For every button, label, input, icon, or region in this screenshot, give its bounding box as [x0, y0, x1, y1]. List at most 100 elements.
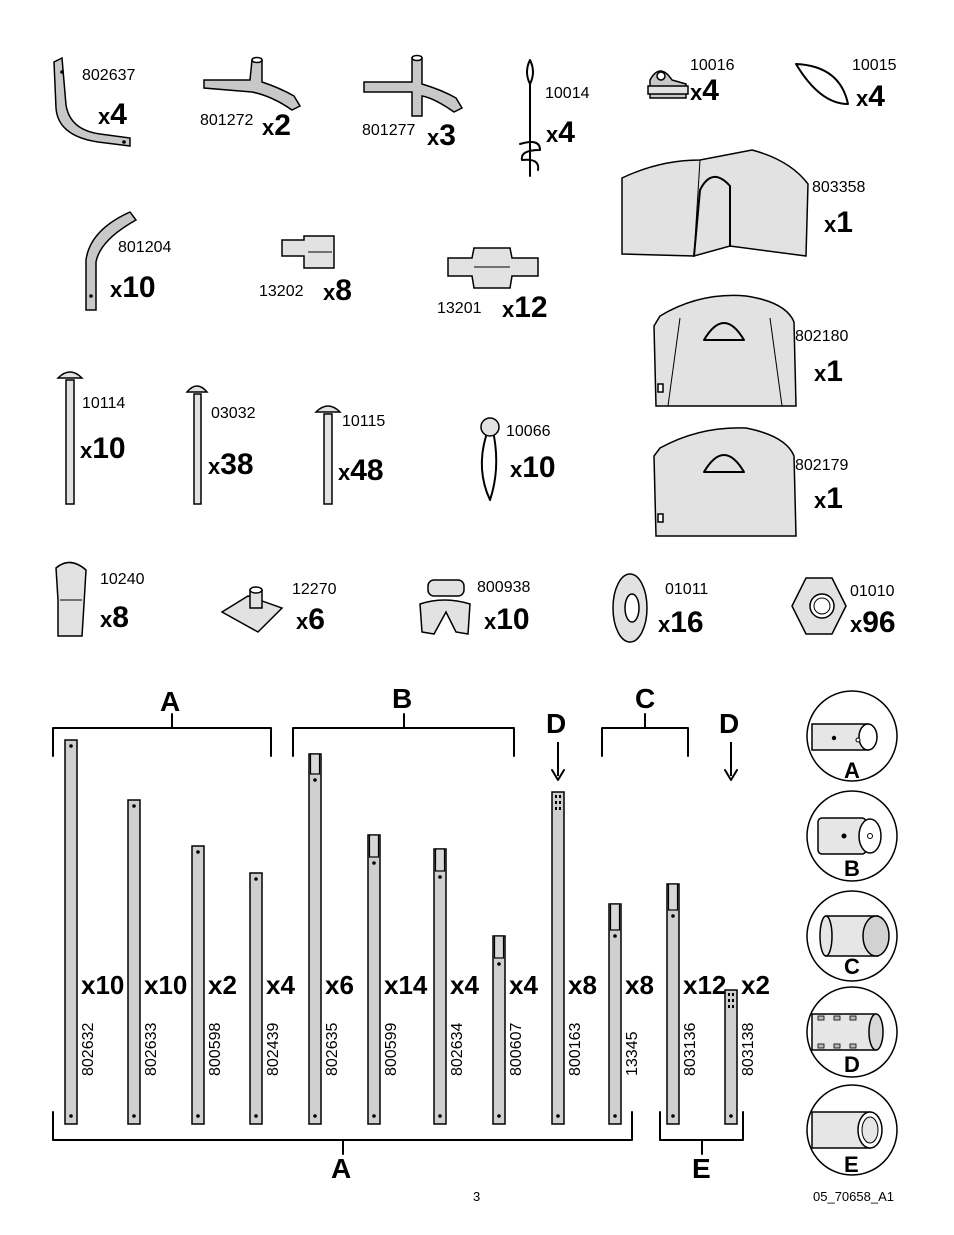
part-number: 10115: [342, 413, 385, 430]
tube-hole: [555, 795, 557, 798]
tube-quantity: x12: [683, 970, 726, 1000]
tube-swage: [493, 935, 505, 959]
ball-bungee-10066-icon: [480, 417, 500, 437]
tube-hole: [438, 1114, 442, 1118]
document-code: 05_70658_A1: [813, 1189, 894, 1204]
group-label: A: [160, 686, 180, 717]
tube-hole: [729, 1114, 733, 1118]
tube-hole: [728, 993, 730, 996]
part-number: 802179: [795, 457, 848, 474]
tube-body: [724, 989, 738, 1125]
part-number: 03032: [211, 405, 256, 422]
foot-plate-12270-icon: [220, 595, 284, 633]
tube-hole: [254, 1114, 258, 1118]
tube-body: [249, 872, 263, 1125]
tube-swage: [309, 753, 321, 775]
part-quantity: x10: [80, 432, 126, 465]
end-type-label: B: [844, 856, 860, 881]
part-number: 13201: [437, 300, 482, 317]
tube-hole: [556, 1114, 560, 1118]
group-label: E: [692, 1153, 711, 1184]
ground-anchor-10014-icon: [519, 59, 541, 177]
tube-quantity: x2: [208, 970, 237, 1000]
part-quantity: x10: [484, 603, 530, 636]
tube-part-number: 800163: [567, 1023, 584, 1076]
tube-body: [191, 845, 205, 1125]
tube-swage: [667, 883, 679, 911]
tube-hole: [254, 877, 258, 881]
tube-hole: [555, 801, 557, 804]
part-10115: 10115 x48: [314, 405, 385, 505]
part-quantity: x12: [502, 291, 548, 324]
part-number: 10016: [690, 57, 735, 74]
group-bracket-bottom-a: A: [52, 1111, 633, 1184]
part-number: 10014: [545, 85, 590, 102]
tube-hole: [732, 993, 734, 996]
bolt-10115-icon: [314, 405, 342, 413]
end-panel-802179-icon: [653, 427, 797, 537]
tube-body: [666, 883, 680, 1125]
part-10016: 10016 x4: [647, 57, 735, 107]
tube-part-number: 802632: [80, 1023, 97, 1076]
group-bracket-top-b: B: [292, 683, 515, 757]
end-type-label: E: [844, 1152, 859, 1177]
tube-hole: [438, 875, 442, 879]
tube-hole: [732, 1005, 734, 1008]
group-bracket-top-a: A: [52, 686, 272, 757]
tube-quantity: x6: [325, 970, 354, 1000]
end-type-label: A: [844, 758, 860, 783]
tube-hole: [132, 804, 136, 808]
tube-hole: [613, 934, 617, 938]
tube-swage: [609, 903, 621, 931]
end-type-c: C: [806, 890, 898, 982]
tube-part-number: 800598: [207, 1023, 224, 1076]
canopy-cover-803358-icon: [621, 149, 809, 257]
tube-part-number: 800599: [383, 1023, 400, 1076]
group-bracket-top-c: C: [601, 683, 689, 757]
part-quantity: x2: [262, 109, 291, 142]
tube-body: [551, 791, 565, 1125]
tube-part-number: 803138: [740, 1023, 757, 1076]
tube-body: [308, 753, 322, 1125]
part-number: 800938: [477, 579, 530, 596]
part-quantity: x16: [658, 606, 704, 639]
part-number: 01011: [665, 581, 708, 598]
bent-tube-802637-icon: [53, 56, 131, 147]
tube-part-number: 802633: [143, 1023, 160, 1076]
tube-hole: [132, 1114, 136, 1118]
part-quantity: x4: [98, 98, 127, 131]
tube-803136: x12 803136: [666, 883, 726, 1125]
group-label: B: [392, 683, 412, 714]
tube-hole: [555, 807, 557, 810]
tube-hole: [559, 807, 561, 810]
part-10240: 10240 x8: [55, 561, 145, 637]
part-number: 803358: [812, 179, 865, 196]
group-label: C: [635, 683, 655, 714]
part-quantity: x48: [338, 454, 384, 487]
curved-tube-801204-icon: [85, 211, 138, 311]
tube-part-number: 803136: [682, 1023, 699, 1076]
part-quantity: x8: [323, 274, 352, 307]
tube-swage: [368, 834, 380, 858]
clamp-800938-icon: [427, 579, 465, 597]
part-quantity: x1: [824, 206, 853, 239]
tube-swage: [434, 848, 446, 872]
tube-hole: [613, 1114, 617, 1118]
tube-list: x10802632x10802633x2800598x4802439x68026…: [64, 739, 770, 1125]
part-quantity: x1: [814, 482, 843, 515]
part-quantity: x38: [208, 448, 254, 481]
tube-part-number: 802634: [449, 1023, 466, 1076]
part-10066: 10066 x10: [480, 417, 556, 501]
part-number: 802637: [82, 67, 135, 84]
tube-hole: [497, 1114, 501, 1118]
part-quantity: x10: [110, 271, 156, 304]
tube-hole: [196, 850, 200, 854]
tube-quantity: x8: [568, 970, 597, 1000]
tube-hole: [372, 861, 376, 865]
tube-quantity: x4: [450, 970, 479, 1000]
